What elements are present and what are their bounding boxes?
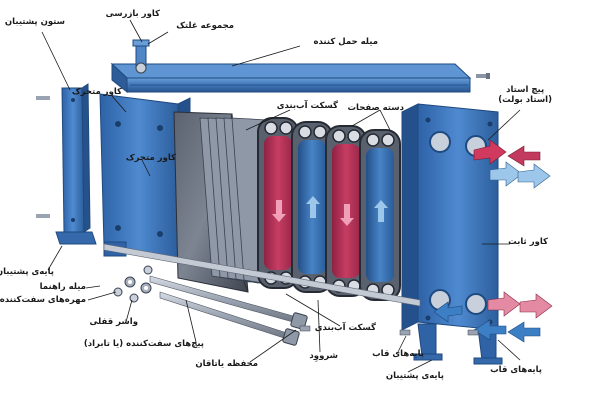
label-inspection-cover: کاور بازرسی xyxy=(105,9,160,19)
flow-arrows-top xyxy=(473,139,551,189)
label-standard-nozzle-line1: پیچ استاد xyxy=(506,85,545,95)
label-tightening-bolts: پیچ‌های سفت‌کننده (یا تابراد) xyxy=(83,339,204,349)
label-standard-nozzle-line2: (استاد بولت) xyxy=(498,94,552,105)
label-support-foot: پایه‌ی پشتیبان xyxy=(0,267,54,277)
bearing-guard-parts xyxy=(299,325,479,336)
carrying-bar xyxy=(110,62,472,94)
label-guide-bar: میله راهنما xyxy=(39,282,86,292)
label-plate-pack: دسته صفحات xyxy=(347,103,405,113)
nuts-and-washers xyxy=(113,265,153,303)
heat-plate-3 xyxy=(325,125,367,297)
label-frame-feet-right: پایه‌های قاب xyxy=(490,365,542,375)
bar-end-screw xyxy=(476,73,490,79)
label-inlet: شرووِد xyxy=(309,351,338,361)
label-gasket-top: گسکت آب‌بندی xyxy=(276,101,338,111)
flow-arrows-bottom xyxy=(433,291,553,343)
label-movable-cover-2: کاور متحرک xyxy=(125,153,176,163)
tightening-bolts xyxy=(149,275,308,346)
roller-assembly xyxy=(132,39,150,74)
leader-lines xyxy=(41,19,521,373)
label-fixed-cover: کاور ثابت xyxy=(508,237,548,247)
label-carrying-bar: میله حمل کننده xyxy=(313,37,379,47)
label-bearing-guard: محفظه یاتاقان xyxy=(195,359,258,369)
label-movable-cover: کاور متحرک xyxy=(71,87,122,97)
label-support-foot-bottom: پایه‌ی پشتیبان xyxy=(385,371,444,381)
label-support-column: ستون پشتیبان xyxy=(4,17,65,27)
label-frame-feet: پایه‌های قاب xyxy=(372,349,424,359)
label-lock-washer: واشر قفلی xyxy=(89,317,138,327)
guide-bar xyxy=(103,243,421,307)
fixed-cover xyxy=(401,103,499,331)
heat-plate-2 xyxy=(291,121,333,293)
support-column xyxy=(55,83,97,245)
label-roller-assembly: مجموعه غلتک xyxy=(176,21,234,31)
label-standard-nozzle: پیچ استاد (استاد بولت) xyxy=(498,85,552,106)
column-bolts xyxy=(36,96,50,218)
label-tightening-nuts: مهره‌های سفت‌کننده xyxy=(0,295,86,305)
heat-plate-4 xyxy=(359,129,401,301)
label-gasket-bottom: گسکت آب‌بندی xyxy=(314,323,376,333)
